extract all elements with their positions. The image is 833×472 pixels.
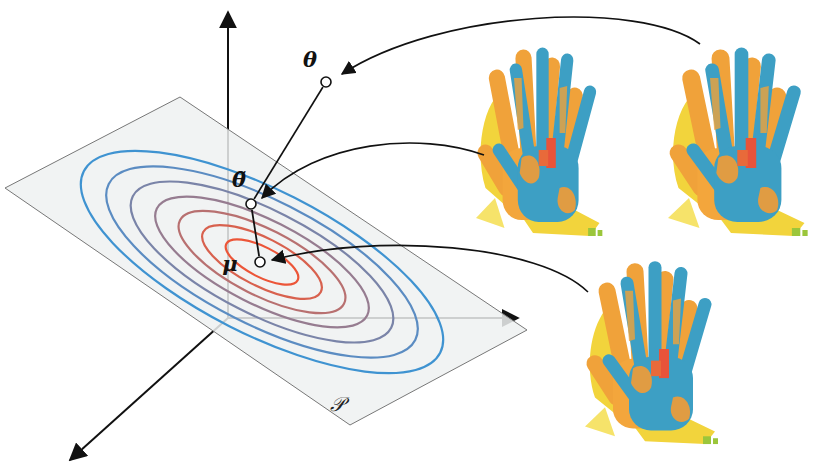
point-label: μ [222,252,237,275]
point-node: μ [254,256,266,268]
hand-fit [585,268,718,445]
point-label: θ̃ [232,168,246,191]
point-node: θ̃ [245,198,257,210]
point-marker [254,256,266,268]
connector-line [252,210,259,256]
point-label: θ [303,48,317,71]
point-marker [245,198,257,210]
contours [51,107,473,417]
hand-fit [476,54,602,236]
point-marker [320,76,332,88]
plane-label: 𝒫 [330,392,344,416]
hand-fit [668,54,808,236]
connector-line [254,87,323,199]
pointer-arrows [262,17,700,292]
plane [5,97,527,425]
point-node: θ [320,76,332,88]
